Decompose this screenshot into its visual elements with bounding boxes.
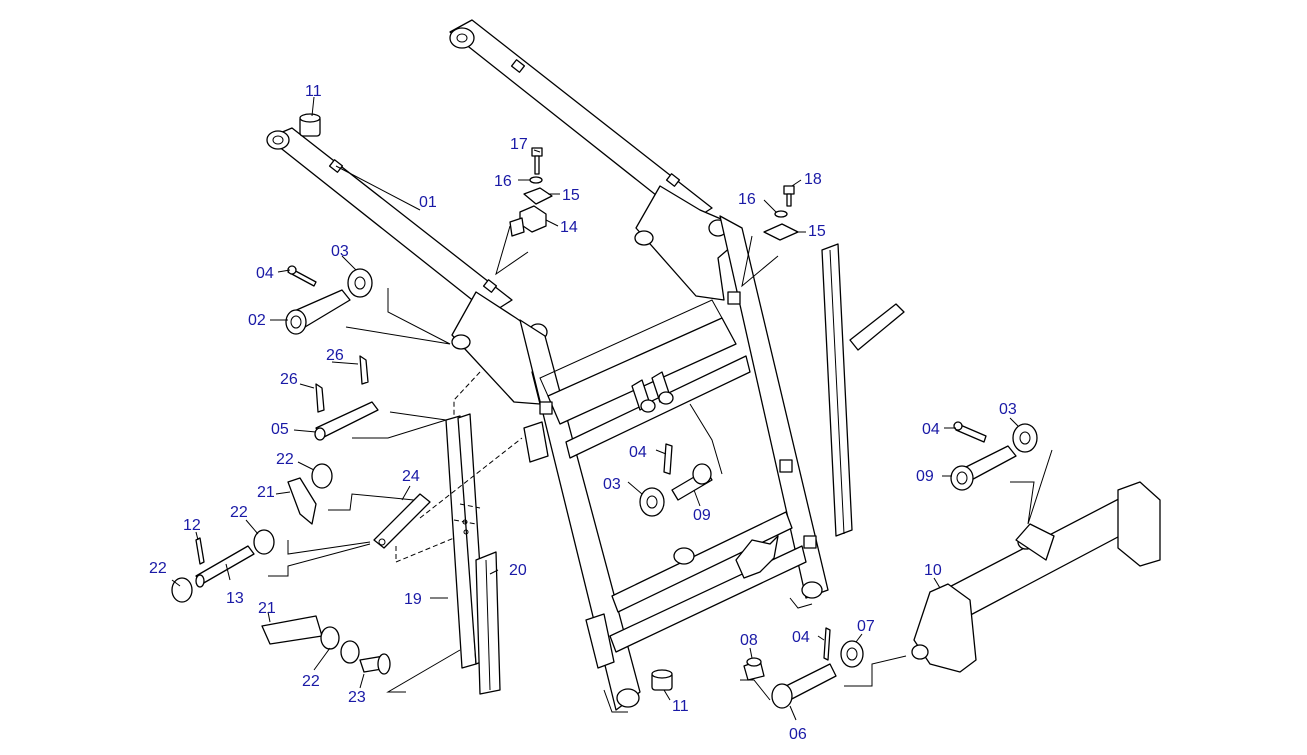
callout-26[interactable]: 26 xyxy=(280,371,298,388)
callout-03[interactable]: 03 xyxy=(331,243,349,260)
part-17-bolt xyxy=(531,147,543,175)
leader-lines xyxy=(171,96,1053,721)
part-09-pin-mid xyxy=(671,463,713,501)
callout-17[interactable]: 17 xyxy=(510,136,528,153)
callout-22[interactable]: 22 xyxy=(276,451,294,468)
part-12-pin xyxy=(195,537,205,565)
callout-21[interactable]: 21 xyxy=(258,600,276,617)
part-21-bracket-b xyxy=(261,615,323,645)
callout-07[interactable]: 07 xyxy=(857,618,875,635)
part-04-cotter-pin xyxy=(287,265,317,287)
part-24-slider xyxy=(373,493,431,549)
callout-14[interactable]: 14 xyxy=(560,219,578,236)
callout-22[interactable]: 22 xyxy=(230,504,248,521)
part-22-washer-a xyxy=(311,463,333,489)
part-04-cotter-right xyxy=(953,421,987,443)
callout-12[interactable]: 12 xyxy=(183,517,201,534)
callout-15[interactable]: 15 xyxy=(808,223,826,240)
part-07-washer xyxy=(840,640,864,668)
callout-08[interactable]: 08 xyxy=(740,632,758,649)
callout-09[interactable]: 09 xyxy=(916,468,934,485)
callout-22[interactable]: 22 xyxy=(149,560,167,577)
part-05-pin xyxy=(314,401,379,441)
callout-20[interactable]: 20 xyxy=(509,562,527,579)
callout-03[interactable]: 03 xyxy=(603,476,621,493)
callout-labels: 01 02 03 03 03 04 04 04 04 05 06 07 08 0… xyxy=(149,83,1017,743)
callout-16[interactable]: 16 xyxy=(738,191,756,208)
part-hook-plate xyxy=(523,421,549,463)
callout-04[interactable]: 04 xyxy=(256,265,274,282)
part-guide-rail xyxy=(821,243,905,537)
part-06-pin xyxy=(771,663,837,709)
part-16-washer xyxy=(529,176,543,184)
part-03-washer xyxy=(347,268,373,298)
callout-03[interactable]: 03 xyxy=(999,401,1017,418)
part-16-washer-right xyxy=(774,210,788,218)
part-04-cotter-low xyxy=(823,627,831,661)
part-23-bolt xyxy=(359,653,391,675)
callout-09[interactable]: 09 xyxy=(693,507,711,524)
callout-21[interactable]: 21 xyxy=(257,484,275,501)
part-22-washer-b xyxy=(253,529,275,555)
callout-04[interactable]: 04 xyxy=(792,629,810,646)
callout-01[interactable]: 01 xyxy=(419,194,437,211)
callout-19[interactable]: 19 xyxy=(404,591,422,608)
callout-16[interactable]: 16 xyxy=(494,173,512,190)
callout-22[interactable]: 22 xyxy=(302,673,320,690)
part-26-pin-a xyxy=(359,355,369,385)
callout-13[interactable]: 13 xyxy=(226,590,244,607)
part-26-pin-b xyxy=(315,383,325,413)
callout-15[interactable]: 15 xyxy=(562,187,580,204)
callout-02[interactable]: 02 xyxy=(248,312,266,329)
callout-10[interactable]: 10 xyxy=(924,562,942,579)
callout-24[interactable]: 24 xyxy=(402,468,420,485)
callout-05[interactable]: 05 xyxy=(271,421,289,438)
callout-06[interactable]: 06 xyxy=(789,726,807,743)
part-02-pin xyxy=(285,289,351,335)
callout-11[interactable]: 11 xyxy=(305,83,322,100)
part-18-bolt xyxy=(783,185,795,207)
part-21-bracket-a xyxy=(287,477,317,525)
loader-frame xyxy=(266,19,829,713)
part-20-channel xyxy=(475,551,501,695)
callout-11[interactable]: 11 xyxy=(672,698,689,715)
callout-04[interactable]: 04 xyxy=(629,444,647,461)
part-13-rod xyxy=(195,545,255,588)
callout-18[interactable]: 18 xyxy=(804,171,822,188)
part-11-bushing-bottom xyxy=(651,669,673,691)
alignment-lines xyxy=(395,371,523,563)
part-04-cotter-mid xyxy=(663,443,673,475)
callout-04[interactable]: 04 xyxy=(922,421,940,438)
part-10-crossbar xyxy=(911,481,1161,673)
part-22-washer-c xyxy=(171,577,193,603)
callout-23[interactable]: 23 xyxy=(348,689,366,706)
part-15-plate-right xyxy=(763,223,799,241)
part-03-washer-right xyxy=(1012,423,1038,453)
part-09-pin-right xyxy=(950,445,1017,491)
part-11-bushing-top xyxy=(299,113,321,137)
part-15-plate xyxy=(523,187,553,205)
part-22-washer-d xyxy=(320,626,360,664)
part-08-fitting xyxy=(743,657,765,681)
part-03-washer-mid xyxy=(639,487,665,517)
part-14-clip xyxy=(509,205,547,237)
callout-26[interactable]: 26 xyxy=(326,347,344,364)
